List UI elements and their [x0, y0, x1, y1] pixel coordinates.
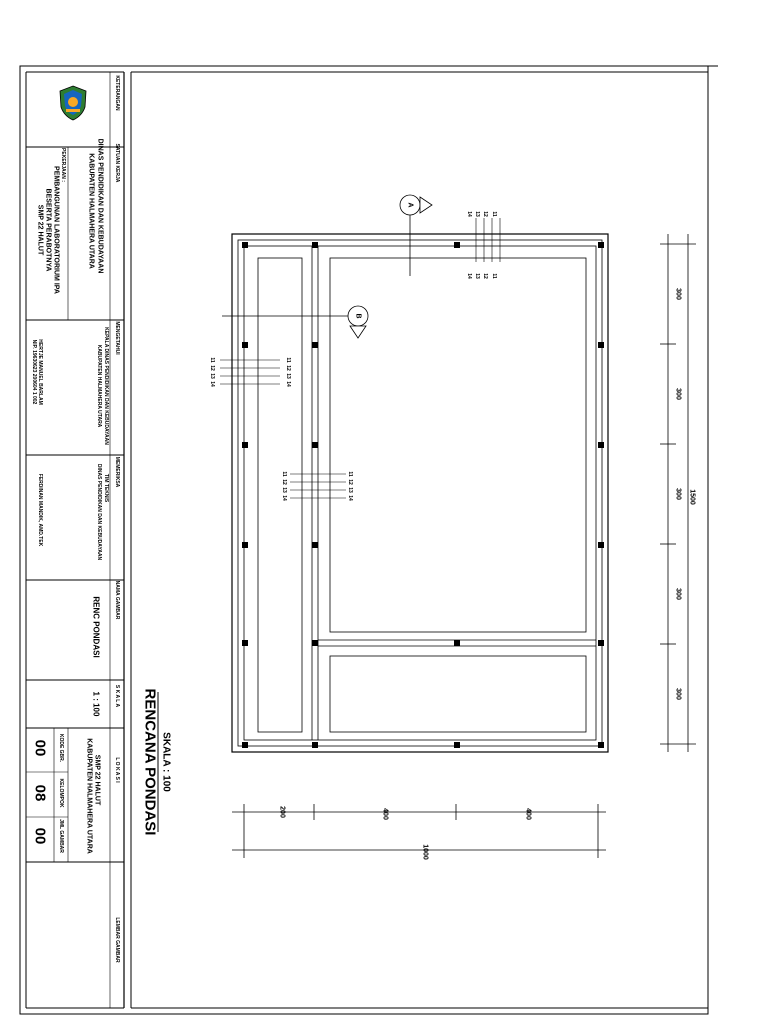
dim-bottom-3: 400: [524, 808, 532, 820]
dim-chain-right: [660, 234, 696, 752]
lokasi-line-2: KABUPATEN HALMAHERA UTARA: [85, 738, 93, 854]
layer-top-label-3: 12: [482, 211, 488, 217]
satuan-line-2: KABUPATEN HALMAHERA UTARA: [87, 153, 95, 269]
layer-mid-label-3: 13: [281, 487, 287, 493]
section-marker-b: [222, 305, 369, 339]
layer-right-label-3: 13: [285, 373, 291, 379]
tim-teknis: TIM TEKNIS: [103, 473, 109, 503]
layer-top-b-label-4: 11: [491, 273, 497, 279]
pekerjaan-line-1: PEMBANGUNAN LABORATORIUM IPA: [52, 166, 60, 294]
layer-mid-r-label-1: 11: [347, 471, 353, 477]
dim-right-3: 300: [674, 488, 682, 500]
lokasi-line-1: SMP 22 HALUT: [93, 754, 101, 806]
dim-bottom-2: 400: [381, 808, 389, 820]
layer-left-label-1: 11: [209, 357, 215, 363]
layer-mid-label-2: 12: [281, 479, 287, 485]
satuan-line-1: DINAS PENDIDIKAN DAN KEBUDAYAAN: [96, 138, 104, 274]
layer-mid-r-label-3: 13: [347, 487, 353, 493]
keterangan-label: KETERANGAN: [114, 75, 120, 111]
kelompok-value: 08: [31, 784, 49, 802]
mengetahui-line-1: KEPALA DINAS PENDIDIKAN DAN KEBUDAYAAN: [103, 327, 109, 445]
kode-label: KODE GBR.: [58, 733, 64, 763]
nama-gambar-value: RENC PONDASI: [91, 596, 101, 658]
mengetahui-line-2: KABUPATEN HALMAHERA UTARA: [96, 344, 102, 428]
section-marker-a: [399, 194, 433, 276]
drawing-title: RENCANA PONDASI: [141, 688, 159, 836]
pekerjaan-label: PEKERJAAN :: [60, 148, 66, 182]
jumlah-value: 00: [31, 827, 49, 845]
layer-left-label-3: 13: [209, 373, 215, 379]
checker-name: FERDINAN MANDIK, AMD.TEK: [37, 473, 43, 547]
foundation-plan: [231, 233, 609, 753]
jumlah-label: JML GAMBAR: [58, 819, 64, 853]
official-nip: NIP. 19630623 200604 1 002: [31, 339, 37, 405]
dim-right-2: 300: [674, 388, 682, 400]
layer-mid-r-label-4: 14: [347, 495, 353, 501]
layer-left-label-2: 12: [209, 365, 215, 371]
layer-top-b-label-3: 12: [482, 273, 488, 279]
layer-right-label-4: 14: [285, 381, 291, 387]
skala-label: S K A L A: [114, 684, 120, 708]
memeriksa-label: MEMERIKSA: [114, 456, 120, 488]
pekerjaan-line-3: SMP 22 HALUT: [36, 204, 44, 256]
drawing-scale: SKALA : 100: [160, 732, 172, 792]
outer-frame: [19, 65, 709, 1015]
layer-top-label-4: 11: [491, 211, 497, 217]
dim-bottom-total: 1000: [421, 844, 429, 860]
layer-right-label-2: 12: [285, 365, 291, 371]
layer-top-label-2: 13: [474, 211, 480, 217]
dim-right-5: 300: [674, 688, 682, 700]
tim-line: DINAS PENDIDIKAN DAN KEBUDAYAAN: [96, 463, 102, 561]
layer-mid-r-label-2: 12: [347, 479, 353, 485]
layer-mid-label-1: 11: [281, 471, 287, 477]
layer-top-b-label-2: 13: [474, 273, 480, 279]
lembar-label: LEMBAR GAMBAR: [114, 917, 120, 963]
layer-left-label-4: 14: [209, 381, 215, 387]
section-a-label: A: [406, 202, 414, 208]
pekerjaan-line-2: BESERTA PERABOTNYA: [44, 188, 52, 272]
layer-right-label-1: 11: [285, 357, 291, 363]
dim-right-total: 1500: [688, 489, 696, 505]
column-markers: [242, 242, 604, 748]
nama-gambar-label: NAMA GAMBAR: [114, 580, 120, 620]
lokasi-label: L O K A S I: [114, 757, 120, 783]
mengetahui-label: MENGETAHUI: [114, 321, 120, 355]
layer-top-b-label-1: 14: [466, 273, 472, 279]
kelompok-label: KELOMPOK: [58, 778, 64, 808]
skala-value: 1 : 100: [91, 691, 101, 717]
dim-bottom-1: 200: [278, 806, 286, 818]
dim-right-1: 300: [674, 288, 682, 300]
dim-chain-bottom: [232, 804, 606, 858]
satuan-label: SATUAN KERJA: [114, 143, 120, 183]
layer-top-label-1: 14: [466, 211, 472, 217]
layer-leaders: [220, 218, 501, 499]
dim-right-4: 300: [674, 588, 682, 600]
official-name: HERTJE MANUEL BARLAM: [37, 339, 43, 405]
layer-mid-label-4: 14: [281, 495, 287, 501]
kode-value: 00: [31, 739, 49, 757]
regency-seal: [59, 85, 87, 121]
section-b-label: B: [354, 313, 362, 319]
